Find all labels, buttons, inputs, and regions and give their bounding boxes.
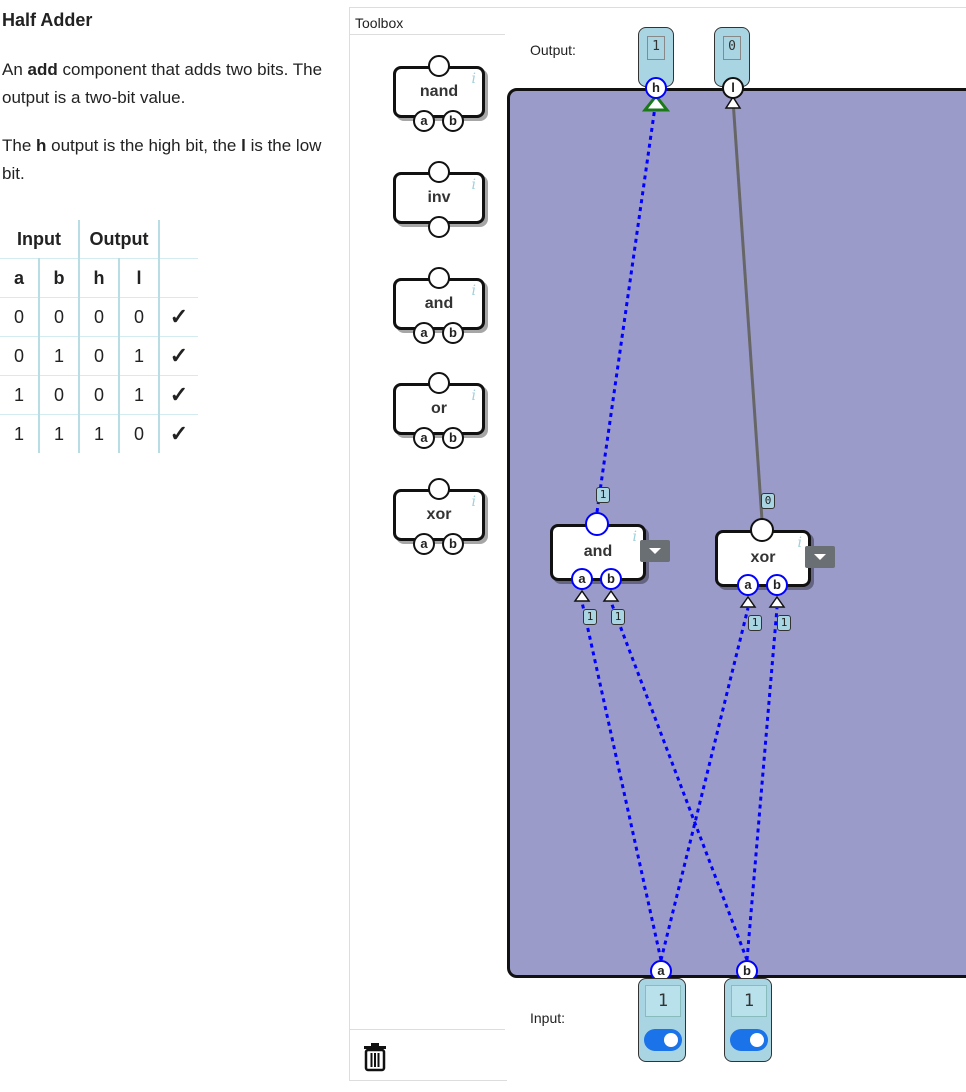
xor-input-a-value: 1 (748, 615, 762, 631)
output-label: Output: (530, 42, 576, 58)
and-input-b-value: 1 (611, 609, 625, 625)
input-pin-b: b (442, 322, 464, 344)
input-label: Input: (530, 1010, 566, 1026)
truth-table-col-h: h (78, 258, 119, 298)
toolbox-item-xor[interactable]: xor i a b (393, 478, 493, 562)
xor-output-pin[interactable] (750, 518, 774, 542)
description-paragraph-2: The h output is the high bit, the l is t… (2, 136, 322, 183)
input-pin-b: b (442, 427, 464, 449)
info-icon[interactable]: i (471, 494, 476, 510)
and-input-pin-b[interactable]: b (600, 568, 622, 590)
page-title: Half Adder (2, 10, 93, 30)
and-a-marker (573, 589, 591, 602)
trash-icon[interactable] (362, 1042, 388, 1077)
input-b-box: 1 (724, 978, 772, 1062)
check-icon: ✓ (158, 414, 198, 453)
and-output-value: 1 (596, 487, 610, 503)
input-pin-a: a (413, 427, 435, 449)
input-a-box: 1 (638, 978, 686, 1062)
output-pin (428, 267, 450, 289)
circuit-gate-and[interactable]: and i a b (550, 512, 670, 592)
check-icon: ✓ (158, 297, 198, 337)
wire-b-to-xor-b (745, 607, 779, 961)
truth-table-input-header: Input (17, 228, 61, 249)
output-pin (428, 161, 450, 183)
input-pin-b: b (442, 110, 464, 132)
and-input-a-value: 1 (583, 609, 597, 625)
and-output-pin[interactable] (585, 512, 609, 536)
input-pin (428, 216, 450, 238)
xor-input-b-value: 1 (777, 615, 791, 631)
truth-table-col-b: b (38, 258, 79, 298)
xor-b-marker (768, 595, 786, 608)
circuit-gate-xor[interactable]: xor i a b (715, 518, 835, 598)
and-input-pin-a[interactable]: a (571, 568, 593, 590)
input-a-toggle[interactable] (644, 1029, 682, 1051)
xor-a-marker (739, 595, 757, 608)
table-row: 1 1 1 0 ✓ (0, 414, 198, 453)
info-icon[interactable]: i (471, 71, 476, 87)
output-pin (428, 55, 450, 77)
xor-input-pin-b[interactable]: b (766, 574, 788, 596)
output-pin-l[interactable]: l (722, 77, 744, 99)
toolbox-header: Toolbox (350, 8, 506, 35)
info-icon[interactable]: i (471, 177, 476, 193)
toolbox-item-or[interactable]: or i a b (393, 372, 493, 456)
table-row: 0 1 0 1 ✓ (0, 336, 198, 376)
output-pin (428, 478, 450, 500)
input-pin-a: a (413, 533, 435, 555)
wire-and-to-h (595, 99, 658, 513)
truth-table-col-l: l (118, 258, 159, 298)
toolbox-item-nand[interactable]: nand i a b (393, 55, 493, 139)
xor-dropdown-button[interactable] (805, 546, 835, 568)
truth-table: Input Output a b h l 0 0 0 0 ✓ 0 1 0 1 ✓… (0, 220, 198, 453)
input-pin-a: a (413, 110, 435, 132)
table-row: 0 0 0 0 ✓ (0, 297, 198, 337)
info-icon[interactable]: i (471, 388, 476, 404)
wire-a-to-xor-a (659, 607, 750, 961)
and-dropdown-button[interactable] (640, 540, 670, 562)
output-l-value: 0 (723, 36, 741, 60)
output-h-value: 1 (647, 36, 665, 60)
truth-table-output-header: Output (78, 220, 159, 259)
and-b-marker (602, 589, 620, 602)
input-a-value: 1 (645, 985, 681, 1017)
input-b-value: 1 (731, 985, 767, 1017)
xor-input-pin-a[interactable]: a (737, 574, 759, 596)
info-icon[interactable]: i (632, 529, 637, 545)
output-pin-h[interactable]: h (645, 77, 667, 99)
xor-output-value: 0 (761, 493, 775, 509)
wire-xor-to-l (731, 99, 764, 521)
h-arrow-marker (641, 93, 671, 112)
truth-table-col-a: a (0, 258, 39, 298)
description-paragraph-1: An add component that adds two bits. The… (2, 60, 323, 107)
toolbox-item-and[interactable]: and i a b (393, 267, 493, 351)
input-pin-a: a (413, 322, 435, 344)
toolbox-item-inv[interactable]: inv i (393, 161, 493, 245)
wire-b-to-and-b (609, 601, 749, 961)
info-icon[interactable]: i (471, 283, 476, 299)
check-icon: ✓ (158, 336, 198, 376)
input-pin-b: b (442, 533, 464, 555)
input-b-toggle[interactable] (730, 1029, 768, 1051)
toolbox-footer (350, 1029, 506, 1080)
check-icon: ✓ (158, 375, 198, 415)
input-pin-a[interactable]: a (650, 960, 672, 982)
output-l-box: 0 (714, 27, 750, 87)
l-arrow-marker (724, 95, 742, 109)
info-icon[interactable]: i (797, 535, 802, 551)
output-pin (428, 372, 450, 394)
wire-a-to-and-a (580, 601, 663, 961)
table-row: 1 0 0 1 ✓ (0, 375, 198, 415)
